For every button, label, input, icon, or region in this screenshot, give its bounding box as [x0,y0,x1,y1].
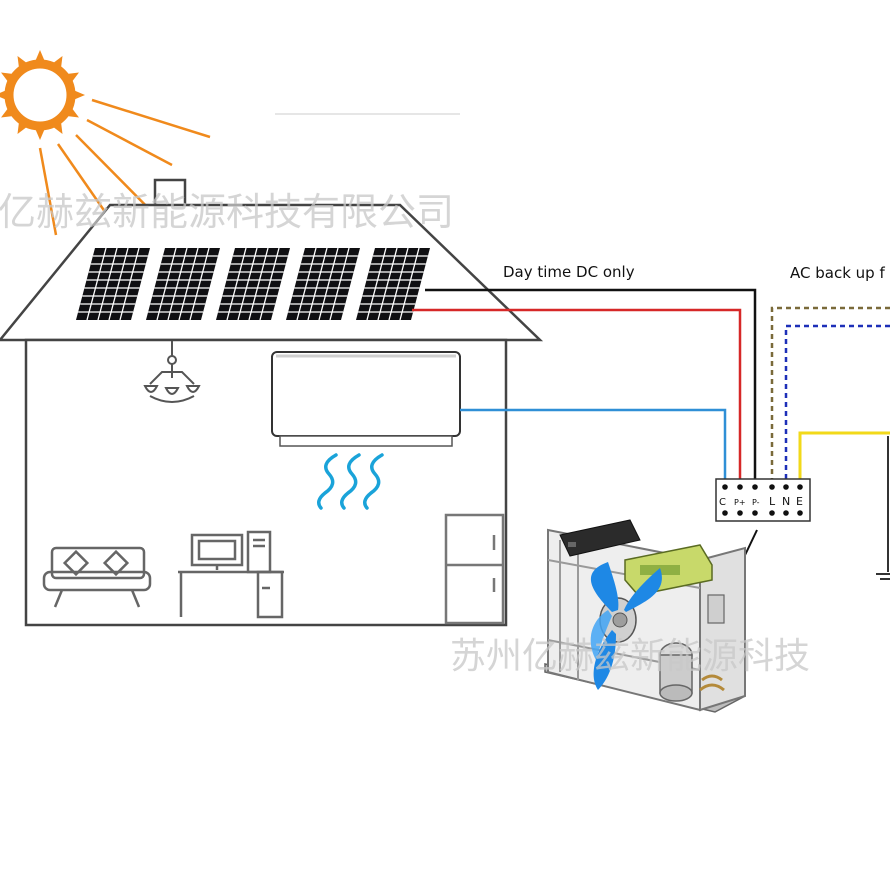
terminal-screw [783,510,789,516]
watermark-bottom: 苏州亿赫兹新能源科技 [450,636,810,677]
refrigerator-icon [444,513,505,625]
sofa-icon [42,546,152,608]
terminal-screw [797,510,803,516]
dc-positive-wire [412,308,742,480]
solar-panel-icon [146,248,220,320]
terminal-label-n: N [782,495,790,508]
indoor-link-wire [460,408,727,480]
solar-panel-icon [356,248,430,320]
chandelier-icon [143,341,201,403]
terminal-label-pn: P- [752,498,760,507]
ac-neutral-wire [784,324,890,480]
airflow-icon [317,453,384,510]
dc-negative-wire [425,288,757,480]
terminal-screw [737,484,743,490]
terminal-screw [752,484,758,490]
terminal-label-pp: P+ [734,498,746,507]
solar-panel-array [76,247,430,321]
ground-icon [876,436,890,580]
solar-panel-icon [76,248,150,320]
terminal-block: C P+ P- L N E [715,478,811,522]
watermark-top: 亿赫兹新能源科技有限公司 [0,190,454,234]
outdoor-unit-icon [544,519,746,713]
ground-wire [798,431,890,480]
terminal-label-c: C [719,497,726,508]
sun-spike [72,89,85,101]
solar-panel-icon [216,248,290,320]
terminal-screw [722,484,728,490]
dc-line-label: Day time DC only [503,263,635,281]
terminal-screw [752,510,758,516]
air-conditioner-icon [271,351,461,447]
terminal-screw [737,510,743,516]
terminal-screw [769,510,775,516]
terminal-label-l: L [769,495,776,508]
fan-icon [590,562,662,690]
sun-spike [34,50,46,63]
terminal-screw [769,484,775,490]
sun-spike [34,127,46,140]
terminal-label-e: E [796,495,803,508]
ac-live-wire [770,306,890,480]
terminal-screw [797,484,803,490]
ac-line-label: AC back up f [790,264,885,282]
solar-panel-icon [286,248,360,320]
terminal-screw [783,484,789,490]
computer-desk-icon [178,530,284,619]
sun-icon [0,50,211,246]
terminal-screw [722,510,728,516]
